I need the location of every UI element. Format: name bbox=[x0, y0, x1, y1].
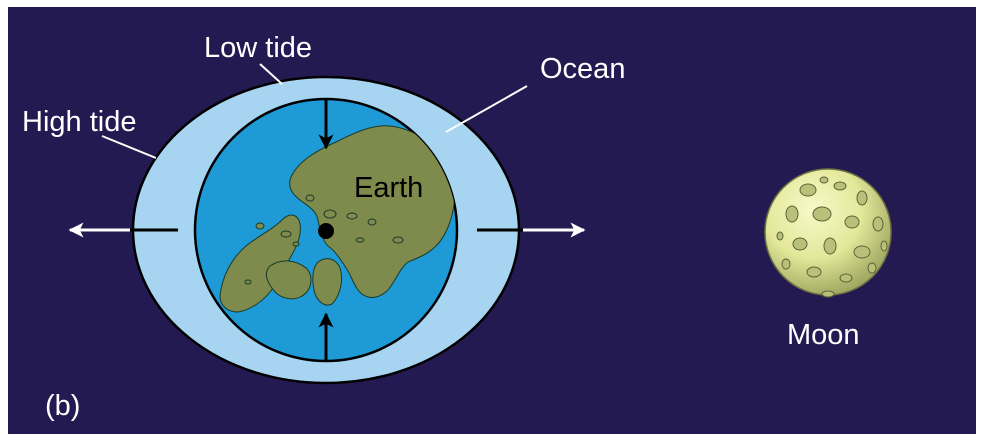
moon-label: Moon bbox=[787, 319, 860, 351]
ocean-leader bbox=[445, 85, 528, 133]
moon-icon bbox=[764, 168, 892, 298]
high-tide-label: High tide bbox=[22, 106, 136, 138]
panel-label: (b) bbox=[45, 390, 80, 422]
earth-label: Earth bbox=[354, 172, 423, 204]
high-tide-leader bbox=[101, 135, 157, 159]
landmasses bbox=[219, 125, 455, 313]
ocean-label: Ocean bbox=[540, 53, 625, 85]
north-pole-dot-icon bbox=[318, 223, 334, 239]
low-tide-label: Low tide bbox=[204, 32, 312, 64]
low-tide-leader bbox=[259, 63, 283, 85]
